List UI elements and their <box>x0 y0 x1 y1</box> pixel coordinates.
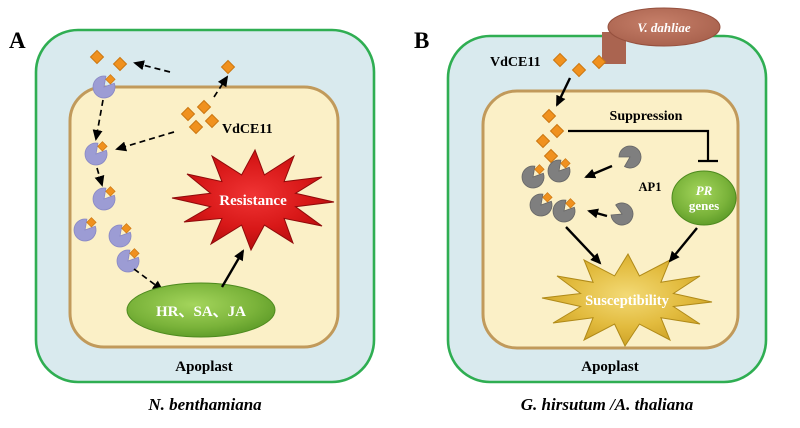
dashed-arrow <box>94 167 105 187</box>
effector-label-b: VdCE11 <box>490 55 541 70</box>
signal-ellipse-label: HR、SA、JA <box>156 304 246 320</box>
inhibition-line <box>568 129 710 160</box>
ap1-binding-arrow <box>584 164 613 179</box>
ap1-to-susceptibility-arrow <box>565 226 602 265</box>
dashed-arrow <box>133 268 164 292</box>
dashed-arrow <box>133 60 171 73</box>
dashed-arrow <box>213 75 229 98</box>
dashed-arrow-group-a <box>92 60 229 292</box>
resistance-burst <box>171 148 335 252</box>
panel-b-label: B <box>414 28 429 53</box>
susceptibility-burst-label: Susceptibility <box>585 293 670 309</box>
effector-entry-arrow <box>555 77 572 107</box>
pr-genes-ellipse <box>671 170 737 226</box>
suppression-label: Suppression <box>610 109 683 124</box>
pr-genes-label-line1: PR <box>696 183 713 198</box>
panel-a-label: A <box>9 28 26 53</box>
apoplast-label-a: Apoplast <box>175 359 233 375</box>
dashed-arrow <box>92 99 104 141</box>
species-caption-a: N. benthamiana <box>147 395 262 414</box>
pathogen-label: V. dahliae <box>637 20 690 35</box>
pathogen-ellipse <box>607 7 721 47</box>
pr-to-susceptibility-arrow <box>668 227 698 263</box>
signal-to-resistance-arrow <box>220 249 245 288</box>
species-caption-b: G. hirsutum /A. thaliana <box>521 395 694 414</box>
suppression-inhibition-line <box>568 129 718 163</box>
apoplast-label-b: Apoplast <box>581 359 639 375</box>
signal-ellipse-a <box>126 282 276 338</box>
pr-genes-label-line2: genes <box>689 198 719 213</box>
resistance-burst-label: Resistance <box>219 193 287 209</box>
effector-label-a: VdCE11 <box>222 122 273 137</box>
ap1-binding-arrow <box>587 208 608 219</box>
ap1-label: AP1 <box>639 180 662 194</box>
